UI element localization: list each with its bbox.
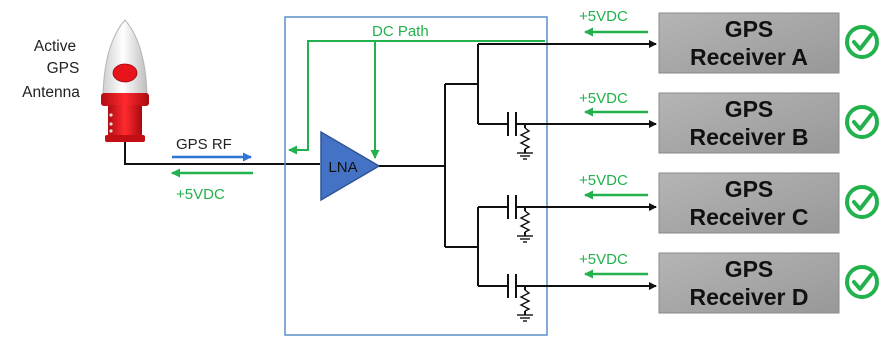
receiver-c: GPS Receiver C [658,172,840,234]
antenna-label-line-2: GPS [47,60,80,77]
antenna-icon [101,19,149,142]
antenna-label-line-3: Antenna [22,84,80,101]
splitter-network [379,40,657,290]
receiver-c-line1: GPS [725,176,774,202]
receiver-c-line2: Receiver C [690,204,809,230]
check-icon [845,105,879,139]
check-icon [845,265,879,299]
dc-path [288,40,545,159]
check-icon [845,25,879,59]
receiver-b-line1: GPS [725,96,774,122]
dc-label-receiver-b: +5VDC [579,90,628,107]
lna-amplifier [320,130,381,202]
receiver-b: GPS Receiver B [658,92,840,154]
splitter-box [284,16,548,336]
dc-arrows-receivers [584,27,648,279]
receiver-d: GPS Receiver D [658,252,840,314]
gps-rf-label: GPS RF [176,136,232,153]
lna-label: LNA [328,159,357,176]
receiver-a-line1: GPS [725,16,774,42]
dc-block-load-d [507,274,533,322]
dc-label-receiver-c: +5VDC [579,172,628,189]
receiver-d-line2: Receiver D [690,284,809,310]
receiver-a: GPS Receiver A [658,12,840,74]
antenna-feed-wire [124,142,320,165]
antenna-label-line-1: Active [34,38,76,55]
dc-label-antenna: +5VDC [176,186,225,203]
check-icon [845,185,879,219]
receiver-b-line2: Receiver B [690,124,809,150]
dc-path-label: DC Path [372,23,429,40]
antenna-label: Active GPS Antenna [22,38,80,101]
dc-label-receiver-a: +5VDC [579,8,628,25]
dc-block-load-b [507,112,533,160]
receiver-d-line1: GPS [725,256,774,282]
dc-block-load-c [507,195,533,243]
receiver-a-line2: Receiver A [690,44,808,70]
dc-label-receiver-d: +5VDC [579,251,628,268]
